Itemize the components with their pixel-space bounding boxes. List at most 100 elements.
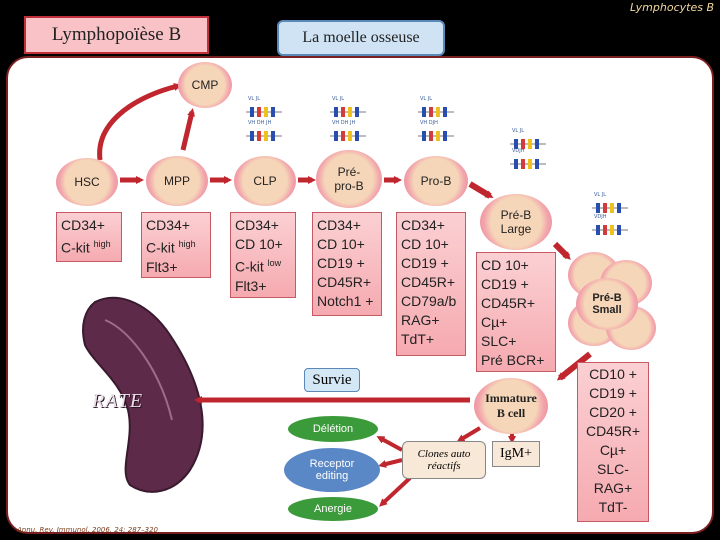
marker-prob-6: TdT+ xyxy=(401,331,435,347)
arrow-clones-editing xyxy=(378,458,403,468)
gene-prebs-light: VL JL xyxy=(590,192,630,216)
outcome-anergie: Anergie xyxy=(288,497,378,521)
gene-prebs-heavy: VDJH xyxy=(590,214,630,238)
cell-clp-label: CLP xyxy=(253,174,277,188)
marker-prebs-7: TdT- xyxy=(598,499,628,515)
arrow-immature-clones xyxy=(456,426,482,443)
cell-cmp: CMP xyxy=(178,62,232,108)
cell-immature-b: Immature B cell xyxy=(474,378,548,434)
gene-prepro-light: VL JL xyxy=(328,96,368,120)
gene-prebl-heavy: VDJH xyxy=(508,148,548,172)
cell-cmp-label: CMP xyxy=(191,78,219,92)
gene-prebs-light-label: VL JL xyxy=(594,192,607,198)
marker-prob-2: CD19 + xyxy=(401,255,449,271)
cell-preb-large-label-1: Pré-B xyxy=(500,208,532,222)
marker-prebs-3: CD45R+ xyxy=(585,423,641,439)
cell-prob-label: Pro-B xyxy=(420,174,452,188)
arrow-mpp-cmp xyxy=(180,108,195,151)
gene-prebs-heavy-label: VDJH xyxy=(594,214,607,220)
marker-prob-0: CD34+ xyxy=(401,217,445,233)
marker-prebs-6: RAG+ xyxy=(593,480,633,496)
cell-prepro-label-2: pro-B xyxy=(334,179,364,193)
marker-prepro-1: CD 10+ xyxy=(317,236,365,252)
slide-title: Lymphopoïèse B xyxy=(24,16,209,54)
cell-preb-small-label-2: Small xyxy=(592,304,622,316)
arrow-clones-deletion xyxy=(376,436,403,452)
marker-prob-1: CD 10+ xyxy=(401,236,449,252)
gene-prob-heavy: VH DJH xyxy=(416,120,456,144)
gene-prob-light: VL JL xyxy=(416,96,456,120)
marker-prob-3: CD45R+ xyxy=(401,274,456,290)
markers-preb-small: CD10 + CD19 + CD20 + CD45R+ Cµ+ SLC- RAG+ TdT- xyxy=(577,362,649,522)
gene-clp-light: VL JL xyxy=(244,96,284,120)
cell-hsc-label: HSC xyxy=(74,175,100,189)
cell-mpp-label: MPP xyxy=(163,174,190,188)
clones-autoreactifs: Clones auto réactifs xyxy=(402,441,486,479)
outcome-receptor-editing: Receptor editing xyxy=(284,448,380,492)
bone-marrow-label: La moelle osseuse xyxy=(277,20,445,56)
marker-mpp-0: CD34+ xyxy=(146,217,190,233)
marker-prepro-3: CD45R+ xyxy=(317,274,372,290)
marker-clp-1: CD 10+ xyxy=(235,236,283,252)
marker-prebl-3: Cµ+ xyxy=(481,314,508,330)
gene-prob-light-label: VL JL xyxy=(420,96,433,102)
marker-prebs-2: CD20 + xyxy=(589,404,637,420)
cell-preb-large: Pré-B Large xyxy=(480,194,552,250)
marker-prebs-4: Cµ+ xyxy=(599,442,627,458)
outcome-deletion: Délétion xyxy=(288,416,378,442)
arrow-prebl-prebs xyxy=(552,241,571,260)
marker-mpp-1: C-kit high xyxy=(146,239,196,256)
arrow-prebs-immature xyxy=(556,351,592,381)
marker-prepro-4: Notch1 + xyxy=(317,293,374,309)
gene-prepro-light-label: VL JL xyxy=(332,96,345,102)
gene-prepro-heavy: VH DH JH xyxy=(328,120,368,144)
cell-prob: Pro-B xyxy=(404,156,468,206)
gene-prebl-light-label: VL JL xyxy=(512,128,525,134)
corner-label: Lymphocytes B xyxy=(629,1,714,14)
citation: Annu. Rev. Immunol. 2006. 24: 287–320 xyxy=(17,526,158,534)
gene-prebl-light: VL JL xyxy=(508,128,548,152)
marker-clp-3: Flt3+ xyxy=(235,277,267,294)
marker-prebs-1: CD19 + xyxy=(589,385,637,401)
cell-clp: CLP xyxy=(234,156,296,206)
gene-clp-heavy: VH DH JH xyxy=(244,120,284,144)
cell-preb-small-label-1: Pré-B xyxy=(592,292,622,304)
marker-hsc-0: CD34+ xyxy=(61,217,105,233)
igm-label: IgM+ xyxy=(492,441,540,467)
gene-prepro-heavy-label: VH DH JH xyxy=(332,120,356,126)
marker-prepro-2: CD19 + xyxy=(317,255,365,271)
gene-prebl-heavy-label: VDJH xyxy=(512,148,525,154)
cell-hsc: HSC xyxy=(56,158,118,206)
marker-prebs-0: CD10 + xyxy=(589,366,637,382)
marker-prob-5: RAG+ xyxy=(401,312,440,328)
cell-preb-small: Pré-B Small xyxy=(576,278,638,330)
cell-mpp: MPP xyxy=(146,156,208,206)
cell-immature-label-2: B cell xyxy=(496,406,526,420)
cell-prepro: Pré- pro-B xyxy=(316,150,382,208)
marker-prebl-1: CD19 + xyxy=(481,276,529,292)
markers-preb-large: CD 10+CD19 +CD45R+Cµ+SLC+Pré BCR+ xyxy=(476,252,556,372)
cell-preb-large-label-2: Large xyxy=(500,222,532,236)
marker-prob-4: CD79a/b xyxy=(401,293,457,309)
gene-prob-heavy-label: VH DJH xyxy=(420,120,438,126)
spleen-shape xyxy=(82,296,204,493)
gene-clp-heavy-label: VH DH JH xyxy=(248,120,272,126)
arrow-prob-prebl xyxy=(468,181,494,199)
rate-label: RATE xyxy=(92,390,144,412)
survie-label: Survie xyxy=(304,368,360,392)
gene-clp-light-label: VL JL xyxy=(248,96,261,102)
marker-prebl-2: CD45R+ xyxy=(481,295,536,311)
cell-prepro-label-1: Pré- xyxy=(337,165,361,179)
markers-prepro: CD34+ CD 10+ CD19 + CD45R+ Notch1 + xyxy=(312,212,382,316)
marker-prebs-5: SLC- xyxy=(597,461,629,477)
marker-prepro-0: CD34+ xyxy=(317,217,361,233)
marker-prebl-4: SLC+ xyxy=(481,333,517,349)
arrow-clones-anergie xyxy=(379,476,412,507)
marker-hsc-1: C-kit high xyxy=(61,239,111,256)
marker-prebl-5: Pré BCR+ xyxy=(481,352,545,368)
